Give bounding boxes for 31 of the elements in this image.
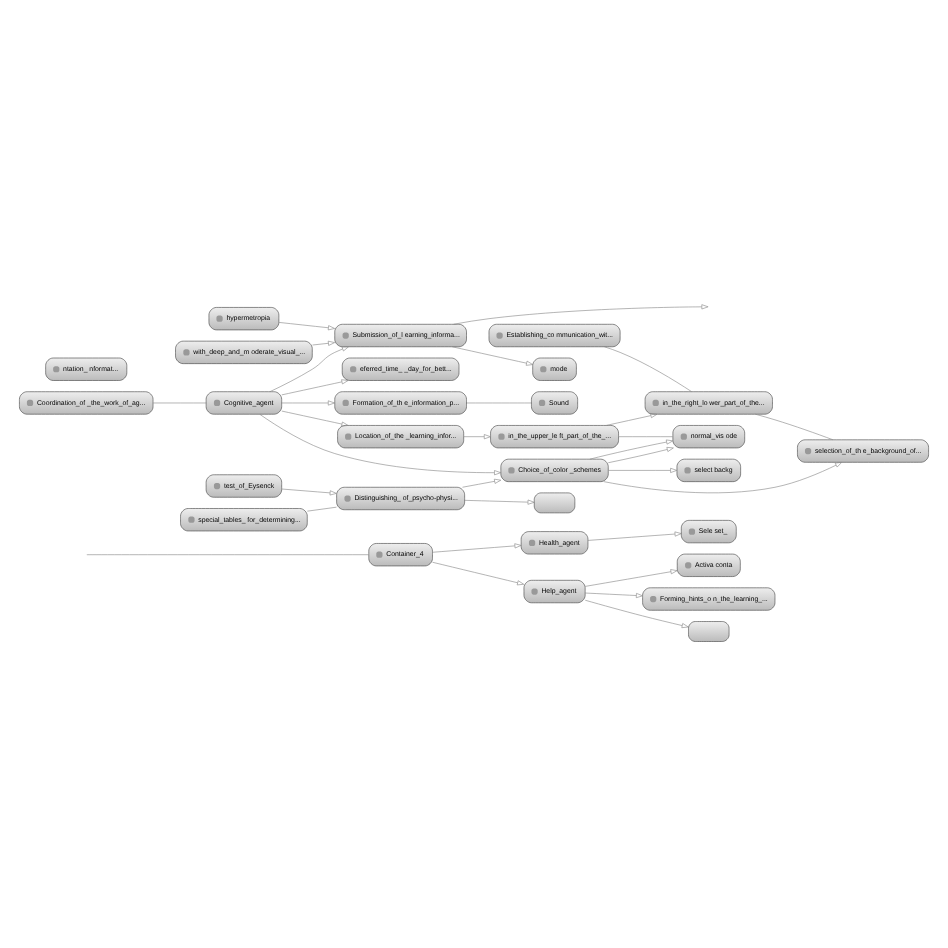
arrow	[589, 439, 674, 460]
arrow	[587, 531, 682, 541]
arrow	[603, 462, 843, 494]
arrow	[278, 322, 335, 331]
arrow	[584, 592, 643, 598]
arrow	[606, 413, 658, 426]
arrow	[463, 434, 491, 440]
connector	[755, 413, 834, 441]
arrow	[312, 340, 335, 346]
connector	[152, 402, 207, 404]
arrow	[607, 447, 674, 464]
node-box	[688, 621, 730, 642]
arrow	[281, 488, 337, 496]
arrow	[281, 410, 349, 427]
arrow	[462, 478, 502, 488]
arrow	[281, 400, 335, 406]
arrow	[259, 414, 502, 476]
arrow	[452, 346, 533, 366]
arrow	[432, 543, 522, 553]
connector	[618, 436, 674, 437]
arrow	[269, 346, 349, 392]
connector	[604, 346, 692, 392]
arrow	[584, 569, 678, 587]
connector	[307, 506, 337, 512]
arrow	[607, 467, 678, 473]
node-box	[533, 492, 576, 514]
arrow	[464, 499, 535, 505]
connector	[466, 402, 532, 404]
arrow	[281, 379, 349, 396]
arrow	[432, 561, 525, 586]
arrow	[584, 599, 689, 628]
